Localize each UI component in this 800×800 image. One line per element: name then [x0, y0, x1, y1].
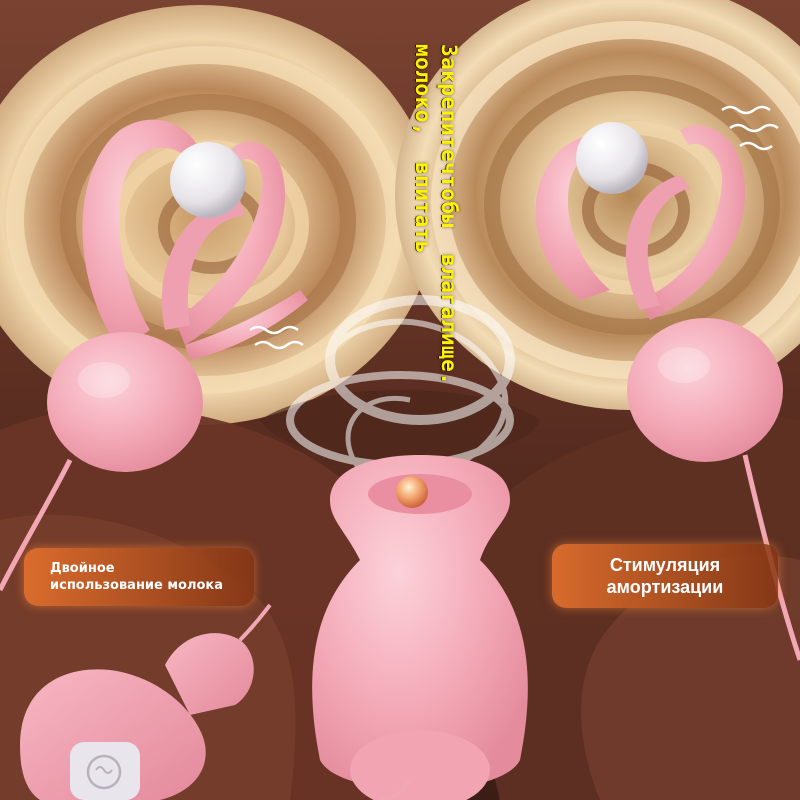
caption-line-3: влагалище.	[437, 254, 461, 386]
label-left-line2: использование молока	[50, 578, 223, 593]
label-left-line1: Двойное	[50, 561, 115, 576]
headline-caption: Закрепите молоко, чтобы впитать влагалищ…	[352, 44, 462, 386]
label-right-line1: Стимуляция	[609, 555, 721, 575]
feature-label-dual-use: Двойное использование молока	[24, 548, 254, 606]
feature-label-stimulation: Стимуляция амортизации	[552, 544, 778, 608]
caption-line-1: Закрепите молоко,	[411, 44, 461, 163]
label-right-line2: амортизации	[606, 577, 724, 597]
caption-line-2: чтобы впитать	[411, 162, 461, 255]
